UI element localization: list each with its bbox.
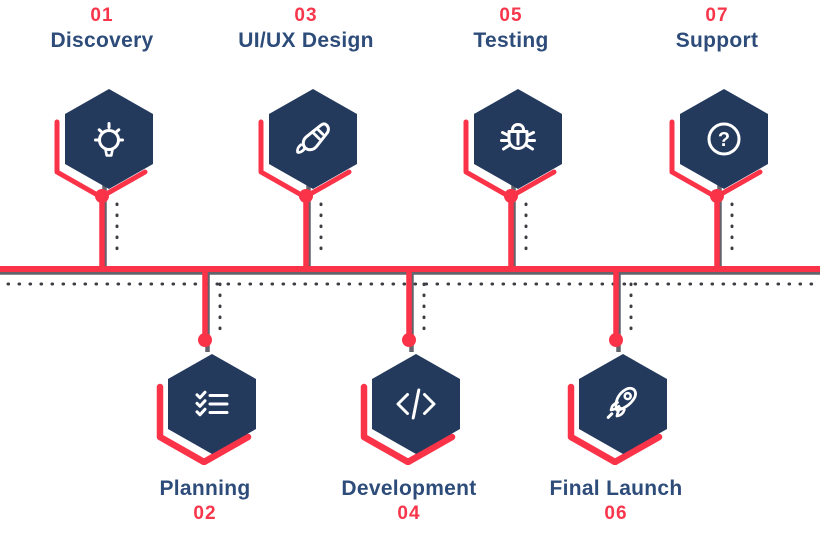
hexagon-accent	[463, 119, 557, 200]
rocket-icon	[606, 386, 637, 419]
paintbrush-icon	[296, 122, 330, 154]
step-text-planning: Planning 02	[95, 476, 315, 526]
step-number: 05	[499, 5, 523, 26]
step-label: Development	[341, 477, 477, 500]
hexagon-shape	[65, 89, 153, 189]
lightbulb-icon	[94, 122, 124, 157]
step-label: Support	[675, 29, 759, 52]
step-number: 06	[604, 503, 628, 524]
step-text-discovery: 01 Discovery	[0, 4, 212, 54]
step-number: 04	[397, 503, 421, 524]
step-text-testing: 05 Testing	[401, 4, 621, 54]
step-label: UI/UX Design	[238, 29, 374, 52]
step-label: Discovery	[50, 29, 154, 52]
hexagon-accent	[567, 383, 663, 466]
hexagon-development	[357, 353, 467, 466]
step-text-support: 07 Support	[607, 4, 820, 54]
step-label: Final Launch	[549, 477, 683, 500]
stem-dot	[609, 333, 623, 347]
step-text-final-launch: Final Launch 06	[506, 476, 726, 526]
hexagon-accent	[669, 119, 763, 200]
step-number: 02	[193, 503, 217, 524]
hexagon-accent	[258, 119, 352, 200]
step-number: 01	[90, 5, 114, 26]
step-label: Testing	[473, 29, 549, 52]
hexagon-accent	[156, 383, 252, 466]
hexagon-accent	[54, 119, 148, 200]
stem-dot	[198, 333, 212, 347]
bug-icon	[500, 123, 536, 151]
hexagon-final-launch	[564, 353, 674, 466]
step-text-development: Development 04	[299, 476, 519, 526]
code-icon	[396, 388, 436, 420]
step-label: Planning	[159, 477, 251, 500]
checklist-icon	[195, 390, 229, 417]
hexagon-shape	[680, 89, 768, 189]
step-number: 03	[294, 5, 318, 26]
hexagon-shape	[269, 89, 357, 189]
stem-dot	[402, 333, 416, 347]
hexagon-shape	[579, 354, 667, 454]
hexagon-testing	[459, 88, 569, 200]
hexagon-support: ?	[665, 88, 775, 200]
step-number: 07	[705, 5, 729, 26]
step-text-uiux-design: 03 UI/UX Design	[196, 4, 416, 54]
hexagon-planning	[153, 353, 263, 466]
question-icon: ?	[707, 122, 741, 156]
hexagon-uiux-design	[254, 88, 364, 200]
hexagon-accent	[360, 383, 456, 466]
svg-text:?: ?	[718, 129, 730, 151]
hexagon-discovery	[50, 88, 160, 200]
